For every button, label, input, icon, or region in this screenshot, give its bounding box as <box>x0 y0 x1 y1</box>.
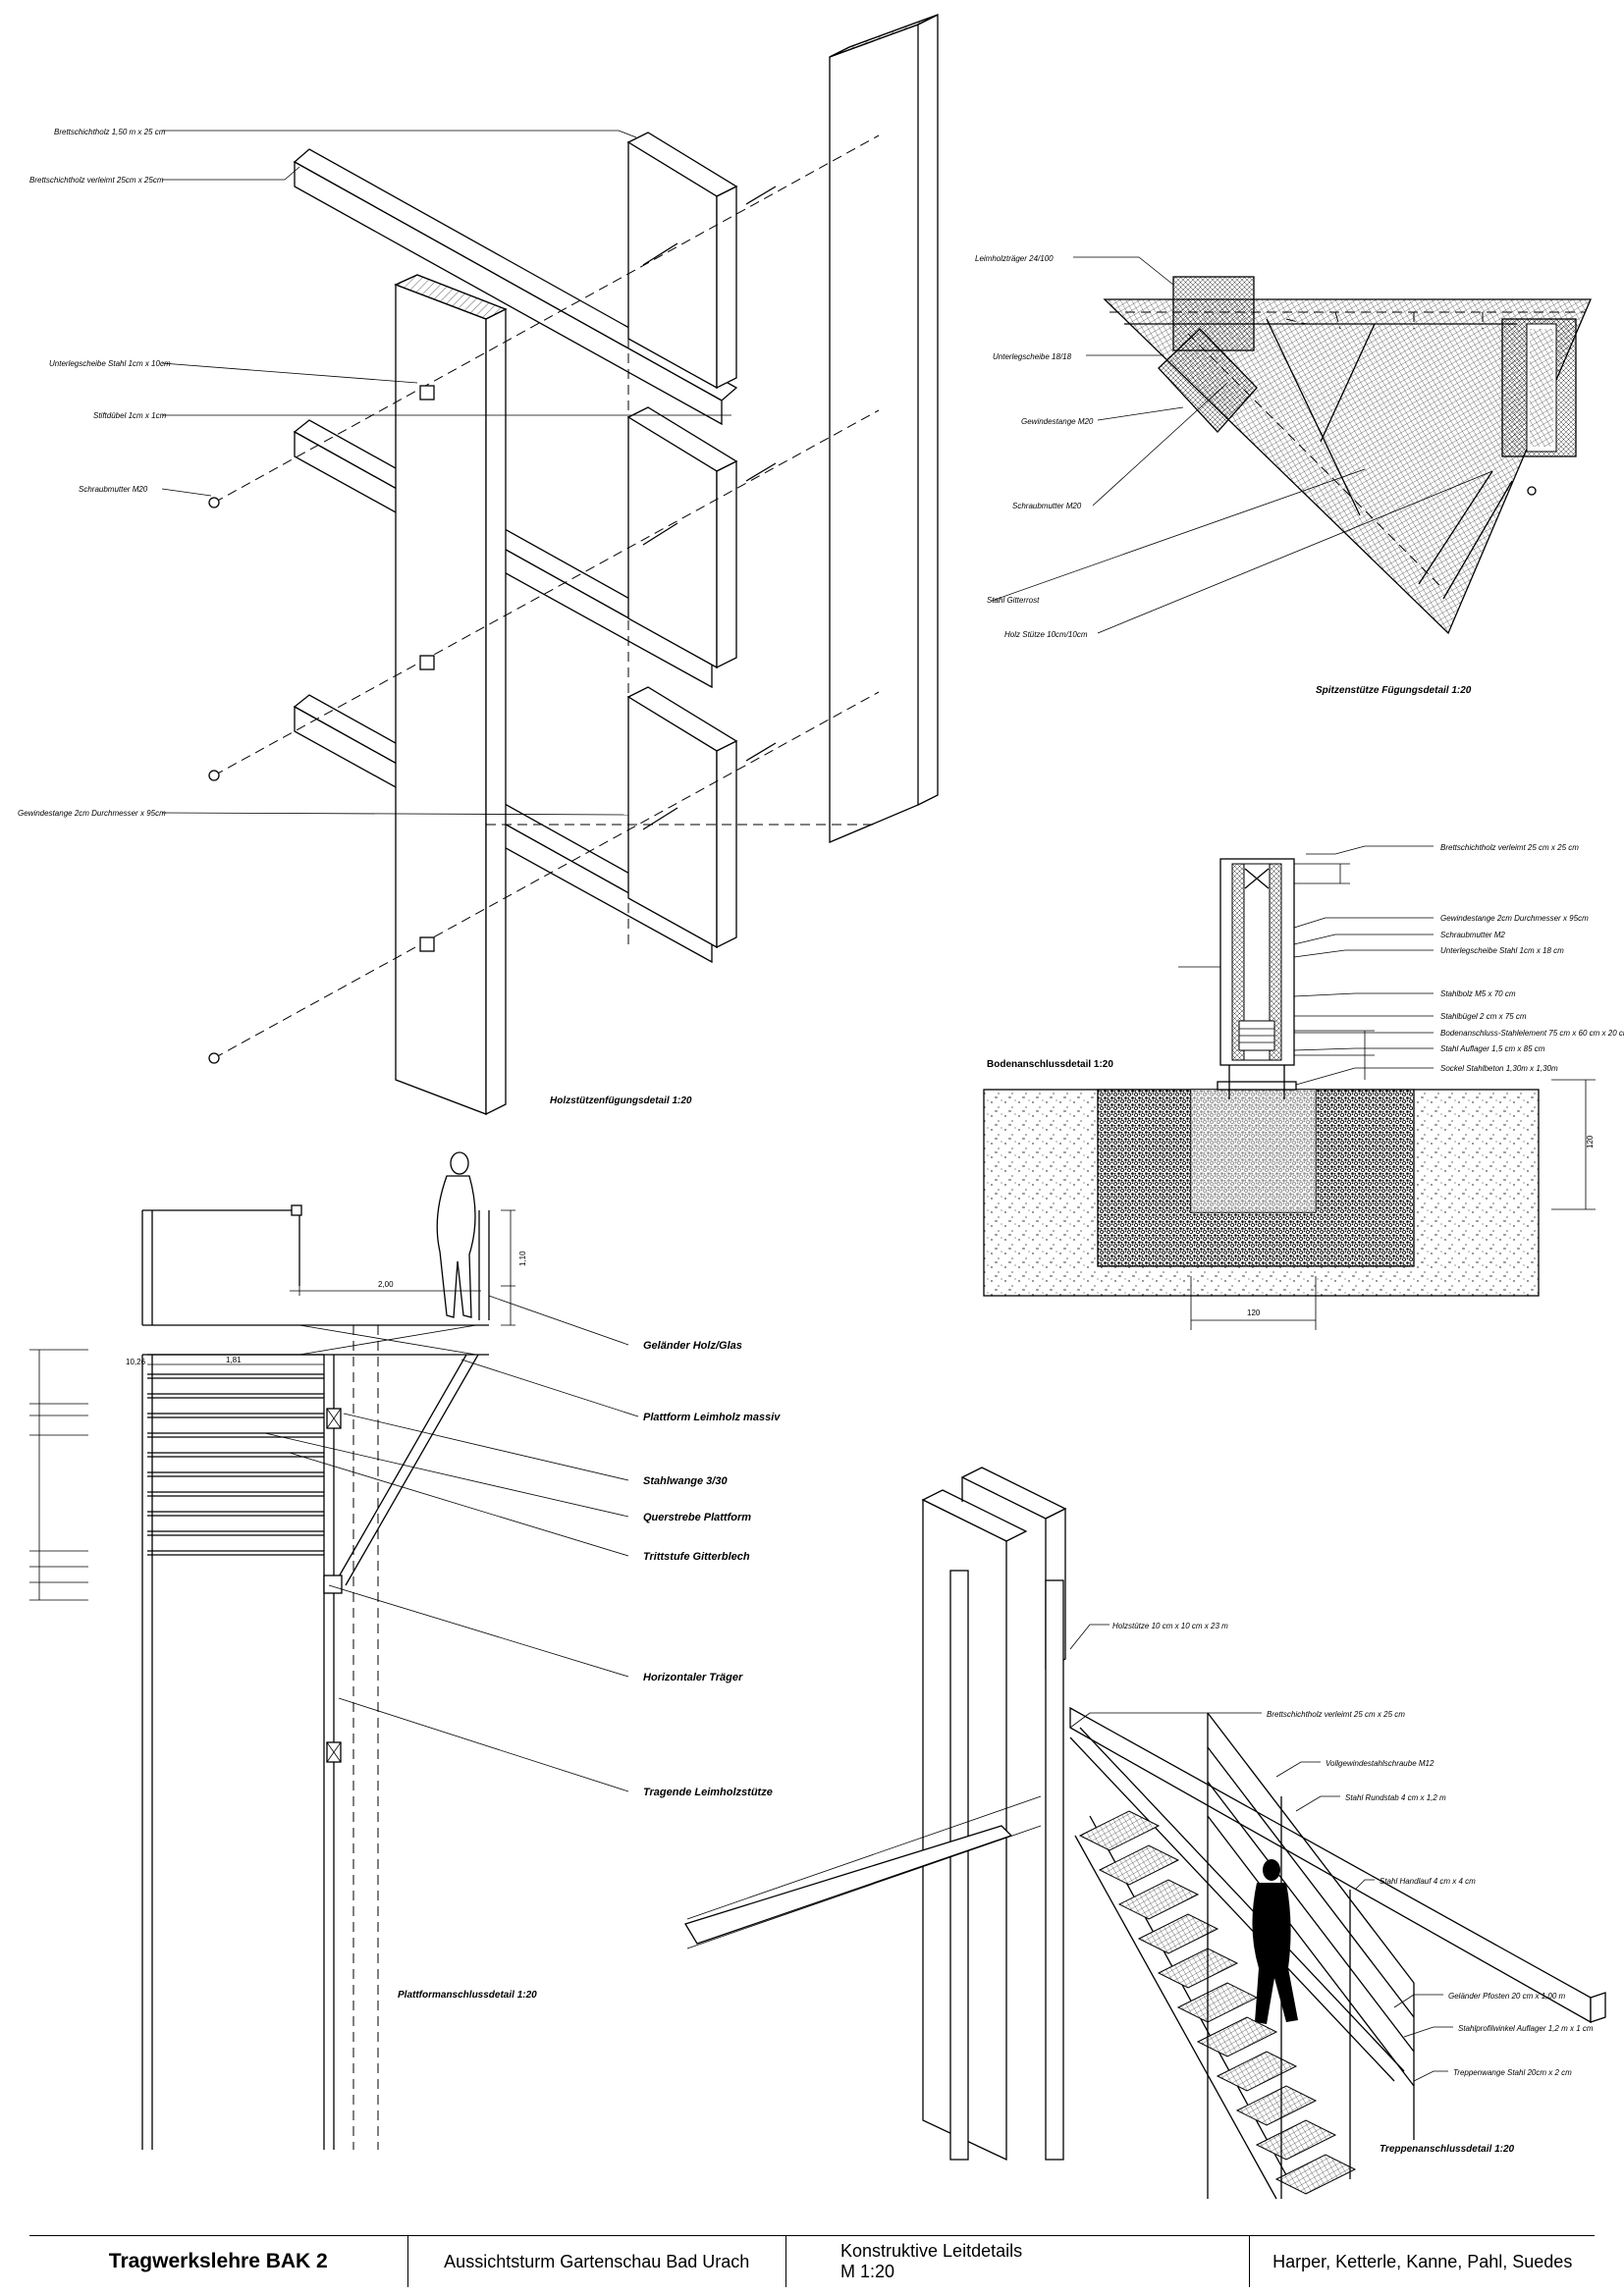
treppe-label-1: Holzstütze 10 cm x 10 cm x 23 m <box>1112 1622 1228 1630</box>
holzstuetzen-detail: Brettschichtholz 1,50 m x 25 cm Brettsch… <box>18 13 939 1116</box>
holz-label-6: Gewindestange 2cm Durchmesser x 95cm <box>18 809 166 818</box>
right-block-3 <box>626 686 738 949</box>
spitze-label-3: Gewindestange M20 <box>1021 417 1094 426</box>
treppe-label-3: Vollgewindestahlschraube M12 <box>1326 1759 1435 1768</box>
plattform-dim-stair: 1,81 <box>226 1356 242 1364</box>
plattform-dim-width: 2,00 <box>378 1280 394 1289</box>
boden-label-8: Stahl Auflager 1,5 cm x 85 cm <box>1440 1044 1545 1053</box>
project-title: Aussichtsturm Gartenschau Bad Urach <box>408 2236 786 2287</box>
boden-label-9: Sockel Stahlbeton 1,30m x 1,30m <box>1440 1064 1558 1073</box>
holz-label-4: Stiftdübel 1cm x 1cm <box>93 411 167 420</box>
right-block-1 <box>626 132 738 390</box>
bodenanschluss-detail: 120 120 Brettschichtholz verleimt 25 cm … <box>983 843 1624 1330</box>
boden-label-3: Schraubmutter M2 <box>1440 931 1505 939</box>
plattform-label-6: Horizontaler Träger <box>643 1672 743 1683</box>
person-silhouette <box>436 1151 476 1318</box>
boden-label-6: Stahlbügel 2 cm x 75 cm <box>1440 1012 1527 1021</box>
boden-label-5: Stahlbolz M5 x 70 cm <box>1440 989 1516 998</box>
boden-label-7: Bodenanschluss-Stahlelement 75 cm x 60 c… <box>1440 1029 1624 1038</box>
course-title: Tragwerkslehre BAK 2 <box>29 2236 408 2287</box>
spitze-label-5: Stahl Gitterrost <box>987 596 1040 605</box>
plattform-label-5: Trittstufe Gitterblech <box>643 1551 750 1563</box>
boden-label-2: Gewindestange 2cm Durchmesser x 95cm <box>1440 914 1589 923</box>
sheet-title: Konstruktive Leitdetails <box>840 2241 1023 2261</box>
spitze-title: Spitzenstütze Fügungsdetail 1:20 <box>1316 685 1472 696</box>
boden-label-1: Brettschichtholz verleimt 25 cm x 25 cm <box>1440 843 1579 852</box>
plattform-label-7: Tragende Leimholzstütze <box>643 1787 773 1798</box>
person-silhouette-stairs <box>1252 1859 1298 2024</box>
plattform-label-4: Querstrebe Plattform <box>643 1512 751 1523</box>
holz-label-5: Schraubmutter M20 <box>79 485 148 494</box>
sheet-scale: M 1:20 <box>840 2262 895 2281</box>
holz-title: Holzstützenfügungsdetail 1:20 <box>550 1095 692 1106</box>
plattform-dim-stair-left: 10,26 <box>126 1358 146 1366</box>
treppe-label-8: Treppenwange Stahl 20cm x 2 cm <box>1453 2068 1572 2077</box>
plattform-title: Plattformanschlussdetail 1:20 <box>398 1990 537 2001</box>
sheet-title-cell: Konstruktive Leitdetails M 1:20 <box>786 2236 1251 2287</box>
treppe-label-6: Geländer Pfosten 20 cm x 1,00 m <box>1448 1992 1566 2001</box>
holz-label-1: Brettschichtholz 1,50 m x 25 cm <box>54 128 166 136</box>
authors: Harper, Ketterle, Kanne, Pahl, Suedes <box>1272 2251 1573 2271</box>
stair-steps <box>147 1354 324 1556</box>
boden-dim-right: 120 <box>1586 1135 1595 1148</box>
plattform-dim-top: 1,10 <box>518 1251 527 1266</box>
spitze-label-6: Holz Stütze 10cm/10cm <box>1004 630 1088 639</box>
plattform-label-1: Geländer Holz/Glas <box>643 1340 742 1352</box>
treppe-label-5: Stahl Handlauf 4 cm x 4 cm <box>1380 1877 1476 1886</box>
holz-label-3: Unterlegscheibe Stahl 1cm x 10cm <box>49 359 171 368</box>
treppe-label-7: Stahlprofilwinkel Auflager 1,2 m x 1 cm <box>1458 2024 1594 2033</box>
spitze-label-1: Leimholzträger 24/100 <box>975 254 1054 263</box>
spitzenstuetze-detail: Leimholzträger 24/100 Unterlegscheibe 18… <box>975 254 1592 696</box>
treppe-label-4: Stahl Rundstab 4 cm x 1,2 m <box>1345 1793 1446 1802</box>
spitze-label-2: Unterlegscheibe 18/18 <box>993 352 1072 361</box>
spitze-label-4: Schraubmutter M20 <box>1012 502 1082 510</box>
boden-dim-bottom: 120 <box>1247 1308 1261 1317</box>
stair-treads <box>1078 1810 1357 2195</box>
treppe-detail: Holzstütze 10 cm x 10 cm x 23 m Brettsch… <box>684 1467 1606 2200</box>
boden-title: Bodenanschlussdetail 1:20 <box>987 1059 1113 1070</box>
treppe-label-2: Brettschichtholz verleimt 25 cm x 25 cm <box>1267 1710 1405 1719</box>
plattform-label-2: Plattform Leimholz massiv <box>643 1412 781 1423</box>
boden-label-4: Unterlegscheibe Stahl 1cm x 18 cm <box>1440 946 1564 955</box>
treppe-title: Treppenanschlussdetail 1:20 <box>1380 2144 1515 2155</box>
holz-label-2: Brettschichtholz verleimt 25cm x 25cm <box>29 176 164 185</box>
title-block: Tragwerkslehre BAK 2 Aussichtsturm Garte… <box>29 2235 1595 2287</box>
plattform-label-3: Stahlwange 3/30 <box>643 1475 728 1487</box>
plattform-detail: 2,00 1,10 1,81 10,26 Geländer Holz/Glas … <box>29 1151 781 2150</box>
